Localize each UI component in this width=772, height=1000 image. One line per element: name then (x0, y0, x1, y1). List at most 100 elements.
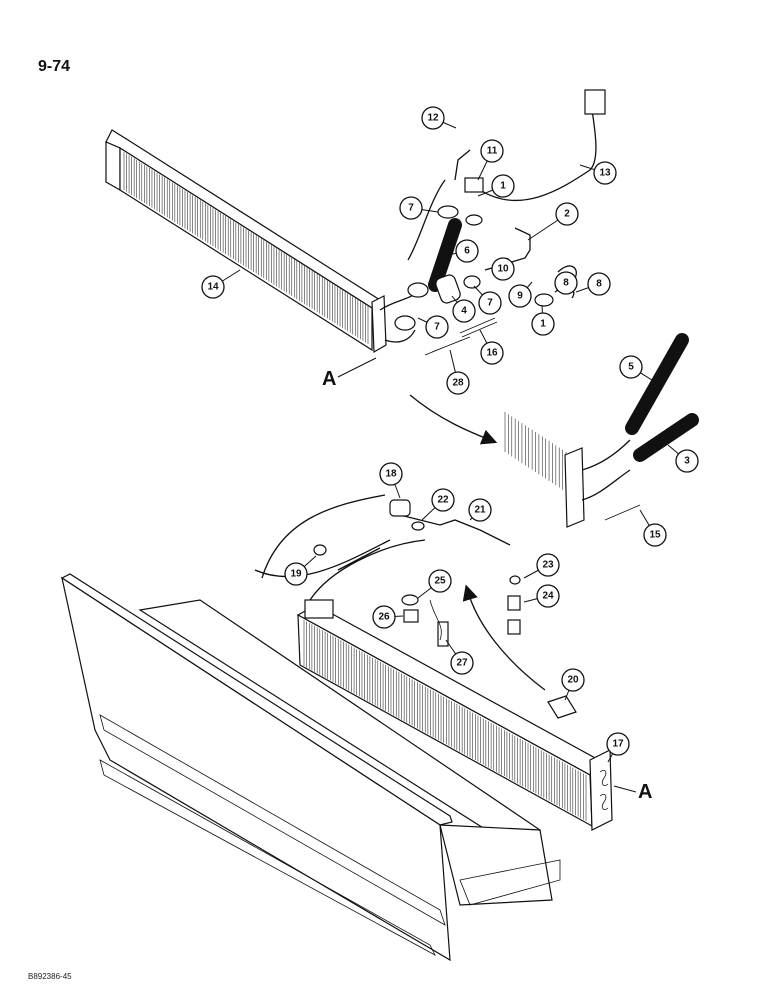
callout-label: 26 (378, 612, 390, 623)
lower-plumbing (254, 494, 577, 719)
callout-circle (555, 202, 579, 226)
heater-core-lower (296, 604, 613, 831)
upper-plumbing (379, 89, 606, 356)
callout-circle (428, 569, 452, 593)
grommet-1b (465, 214, 483, 226)
callout-label: 15 (649, 530, 661, 541)
callout-label: 4 (461, 306, 467, 317)
callout-label: 16 (486, 348, 498, 359)
page-number: 9-74 (38, 58, 71, 75)
clamp-7 (407, 282, 429, 298)
callout-label: 9 (517, 291, 523, 302)
callout-label: 20 (567, 675, 579, 686)
callout-label: 7 (408, 203, 414, 214)
callout-label: 28 (452, 378, 464, 389)
callout-circle (201, 275, 225, 299)
ring-22b (509, 575, 521, 585)
callout-label: 18 (385, 469, 397, 480)
callout-circle (536, 584, 560, 608)
callout-circle (446, 371, 470, 395)
callout-label: 10 (497, 264, 509, 275)
callout-circle (606, 732, 630, 756)
fitting-24 (507, 619, 521, 635)
callout-group: 1234567891011121314151617181920212223242… (201, 106, 699, 756)
callout-label: 3 (684, 456, 690, 467)
assembly-arrow-up (462, 584, 546, 691)
callout-label: 7 (487, 298, 493, 309)
reference-mark-a-lower: A (638, 781, 652, 803)
clamp-7c (463, 275, 481, 289)
callout-circle (421, 106, 445, 130)
callout-circle (379, 462, 403, 486)
callout-label: 12 (427, 113, 439, 124)
callout-label: 22 (437, 495, 449, 506)
callout-circle (561, 668, 585, 692)
reference-mark-a-upper: A (322, 368, 336, 390)
callout-circle (508, 284, 532, 308)
callout-circle (452, 299, 476, 323)
callout-label: 1 (540, 319, 546, 330)
clamp-7b (394, 315, 416, 331)
detail-core-fins (504, 412, 567, 492)
document-code: B892386-45 (28, 972, 72, 981)
callout-circle (399, 196, 423, 220)
callout-label: 19 (290, 569, 302, 580)
heater-core-fins-lower (303, 620, 587, 821)
nut-26 (403, 609, 419, 623)
tube-21 (399, 514, 511, 546)
callout-circle (536, 553, 560, 577)
coupler-4 (435, 274, 461, 304)
callout-circle (480, 139, 504, 163)
screw-15 (604, 504, 641, 521)
rod-16 (459, 317, 498, 338)
ring-22 (411, 521, 425, 531)
callout-label: 13 (599, 168, 611, 179)
callout-circle (468, 498, 492, 522)
callout-label: 1 (500, 181, 506, 192)
hose-6 (428, 218, 462, 292)
fitting-27 (437, 621, 449, 647)
assembly-arrow-down (409, 394, 498, 445)
fitting-23 (507, 595, 521, 611)
callout-label: 21 (474, 505, 486, 516)
callout-label: 23 (542, 560, 554, 571)
callout-circle (491, 174, 515, 198)
manifold (304, 599, 334, 619)
callout-label: 5 (628, 362, 634, 373)
heater-core-fins-upper (123, 152, 369, 344)
callout-label: 8 (563, 278, 569, 289)
callout-circle (284, 562, 308, 586)
callout-label: 2 (564, 209, 570, 220)
callout-label: 11 (487, 146, 498, 157)
callout-label: 14 (207, 282, 219, 293)
callout-circle (587, 272, 611, 296)
callout-circle (554, 271, 578, 295)
detail-assembly (504, 333, 699, 528)
washer-25 (401, 594, 419, 606)
callout-circle (478, 291, 502, 315)
grommet-1 (534, 293, 554, 307)
callout-circle (450, 651, 474, 675)
nut-19 (313, 544, 327, 556)
callout-label: 25 (434, 576, 446, 587)
tube-19 (337, 547, 381, 571)
callout-circle (480, 341, 504, 365)
callout-circle (455, 239, 479, 263)
callout-circle (619, 355, 643, 379)
bracket-20 (547, 695, 577, 719)
heater-housing (60, 573, 561, 962)
hose-3 (633, 413, 699, 462)
heater-core-upper (105, 129, 387, 354)
callout-label: 7 (434, 322, 440, 333)
callout-circle (675, 449, 699, 473)
callout-circle (431, 488, 455, 512)
callout-label: 6 (464, 246, 470, 257)
rod-28 (424, 336, 471, 356)
callout-circle (643, 523, 667, 547)
callout-circle (593, 161, 617, 185)
clamp-7d (437, 205, 459, 219)
valve-11 (464, 177, 484, 193)
callout-circle (425, 315, 449, 339)
callout-label: 8 (596, 279, 602, 290)
